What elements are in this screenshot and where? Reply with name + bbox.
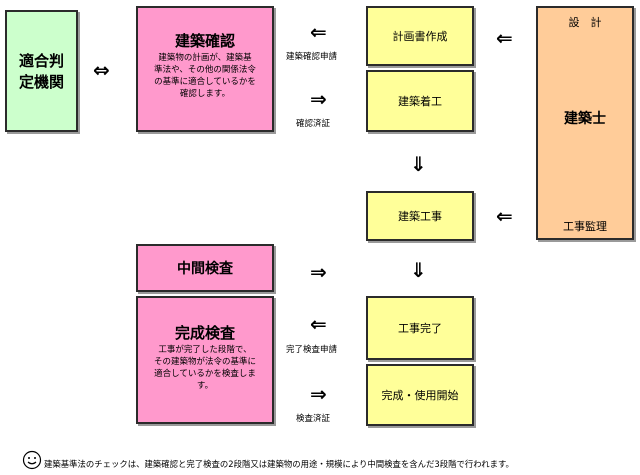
step-construction-label: 建築工事 bbox=[398, 210, 442, 223]
confirm-desc: 建築物の計画が、建築基 準法や、その他の関係法令 の基準に適合しているかを 確認… bbox=[144, 52, 266, 100]
agency-confirm-arrow: ⇔ bbox=[93, 58, 110, 82]
mid-check-arrow: ⇒ bbox=[310, 260, 327, 284]
final-check-box: 完成検査 工事が完了した段階で、 その建築物が法令の基準に 適合しているかを検査… bbox=[136, 296, 274, 424]
confirm-cert-label: 確認済証 bbox=[296, 119, 331, 129]
final-check-desc: 工事が完了した段階で、 その建築物が法令の基準に 適合しているかを検査しま す。 bbox=[144, 344, 266, 392]
inspect-cert-arrow: ⇒ bbox=[310, 382, 327, 406]
step-plan-box: 計画書作成 bbox=[366, 6, 474, 66]
start-construction-arrow: ⇓ bbox=[410, 152, 427, 176]
footnote-row: 建築基準法のチェックは、建築確認と完了検査の2段階又は建築物の用途・規模により中… bbox=[22, 450, 634, 470]
architect-design-label: 設 計 bbox=[568, 16, 602, 29]
step-complete-label: 工事完了 bbox=[398, 322, 442, 335]
step-complete-box: 工事完了 bbox=[366, 296, 474, 360]
step-start-label: 建築着工 bbox=[398, 95, 442, 108]
confirm-box: 建築確認 建築物の計画が、建築基 準法や、その他の関係法令 の基準に適合している… bbox=[136, 6, 274, 132]
step-open-box: 完成・使用開始 bbox=[366, 364, 474, 426]
architect-construction-arrow: ⇐ bbox=[496, 204, 513, 228]
final-check-title: 完成検査 bbox=[174, 324, 235, 342]
confirm-apply-label: 建築確認申請 bbox=[286, 52, 338, 62]
mid-check-box: 中間検査 bbox=[136, 244, 274, 292]
architect-plan-arrow: ⇐ bbox=[496, 26, 513, 50]
final-check-desc-line: 適合しているかを検査しま bbox=[154, 369, 256, 379]
final-check-desc-line: 工事が完了した段階で、 bbox=[158, 345, 252, 355]
agency-title-line1: 適合判 bbox=[18, 52, 64, 70]
inspect-cert-label: 検査済証 bbox=[296, 414, 331, 424]
step-plan-label: 計画書作成 bbox=[392, 30, 448, 43]
footnote-text: 建築基準法のチェックは、建築確認と完了検査の2段階又は建築物の用途・規模により中… bbox=[44, 459, 514, 469]
smiley-icon bbox=[22, 450, 42, 470]
confirm-desc-line: 建築物の計画が、建築基 bbox=[158, 53, 252, 63]
confirm-desc-line: 確認します。 bbox=[179, 89, 231, 99]
architect-name: 建築士 bbox=[564, 111, 606, 127]
confirm-apply-arrow: ⇐ bbox=[310, 20, 327, 44]
agency-box: 適合判 定機関 bbox=[5, 10, 78, 132]
step-open-label: 完成・使用開始 bbox=[381, 389, 459, 402]
agency-title-line2: 定機関 bbox=[18, 73, 64, 91]
confirm-desc-line: の基準に適合しているかを bbox=[154, 77, 256, 87]
confirm-title: 建築確認 bbox=[174, 32, 235, 50]
architect-supervision-label: 工事監理 bbox=[563, 220, 607, 233]
architect-box: 設 計 建築士 工事監理 bbox=[536, 6, 634, 240]
confirm-cert-arrow: ⇒ bbox=[310, 87, 327, 111]
complete-apply-label: 完了検査申請 bbox=[286, 345, 338, 355]
step-start-box: 建築着工 bbox=[366, 70, 474, 132]
final-check-desc-line: す。 bbox=[196, 381, 214, 391]
confirm-desc-line: 準法や、その他の関係法令 bbox=[154, 65, 256, 75]
final-check-desc-line: その建築物が法令の基準に bbox=[153, 357, 256, 367]
step-construction-box: 建築工事 bbox=[366, 191, 474, 241]
complete-apply-arrow: ⇐ bbox=[310, 312, 327, 336]
construction-complete-arrow: ⇓ bbox=[410, 258, 427, 282]
mid-check-title: 中間検査 bbox=[177, 261, 233, 277]
